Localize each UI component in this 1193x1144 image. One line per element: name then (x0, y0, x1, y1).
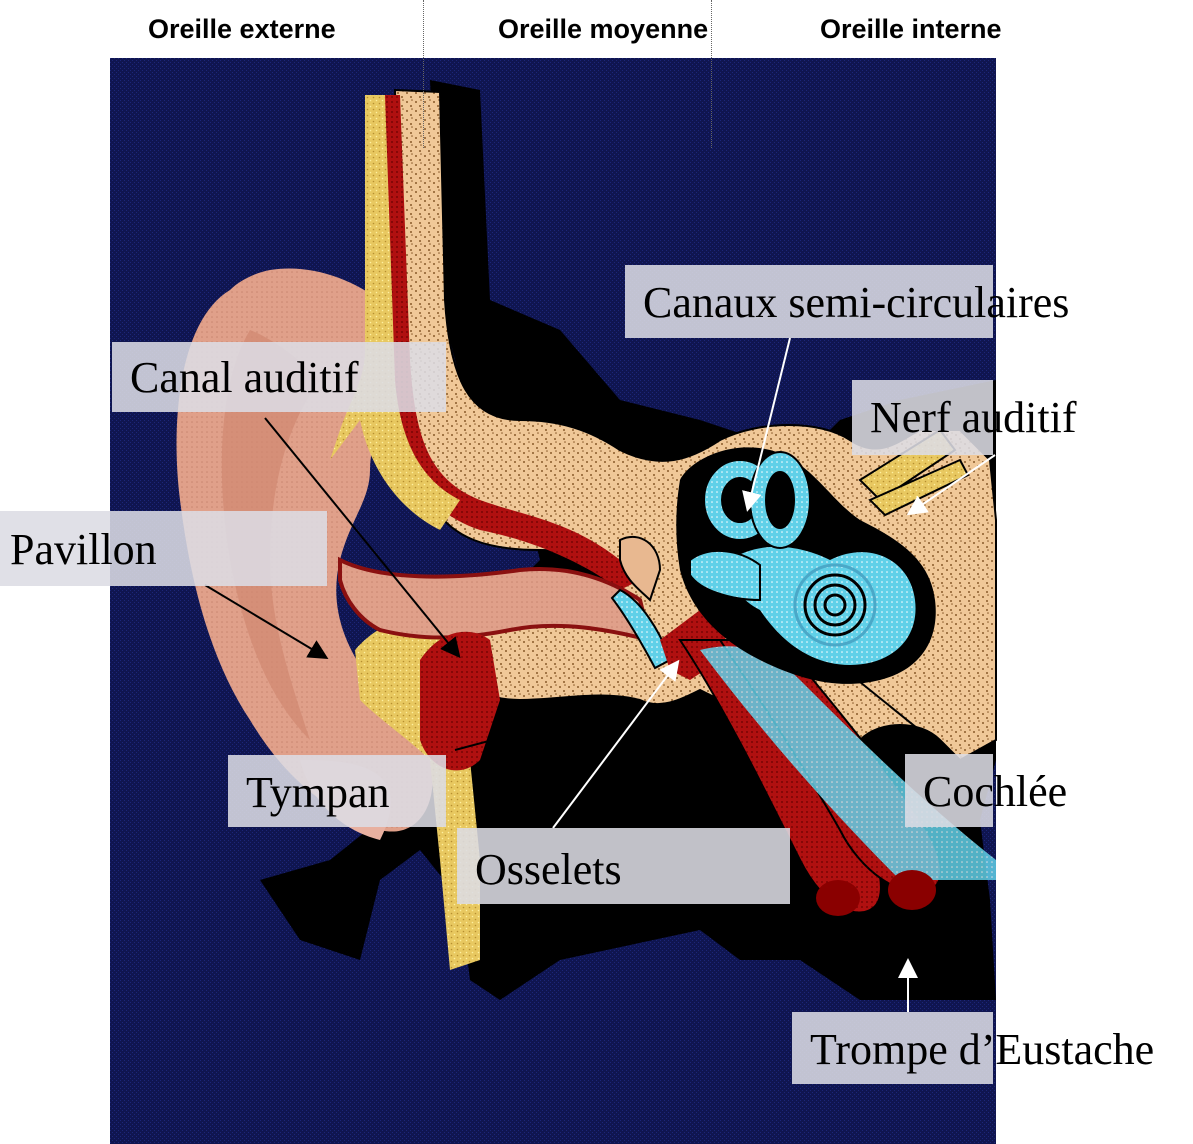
section-divider-1 (423, 0, 424, 148)
label-nerf-auditif-text: Nerf auditif (870, 396, 993, 440)
semicircular-canals (704, 452, 810, 548)
section-divider-2 (711, 0, 712, 148)
label-tympan-text: Tympan (246, 771, 446, 815)
label-canal-auditif-text: Canal auditif (130, 356, 446, 400)
label-cochlee-text: Cochlée (923, 770, 993, 814)
label-trompe-eustache-text: Trompe d’Eustache (810, 1028, 993, 1072)
label-tympan: Tympan (228, 755, 446, 827)
label-pavillon-text: Pavillon (10, 528, 327, 572)
eustachian-opening-2 (888, 870, 936, 910)
label-osselets: Osselets (457, 828, 790, 904)
label-pavillon: Pavillon (0, 511, 327, 586)
label-trompe-eustache: Trompe d’Eustache (792, 1012, 993, 1084)
label-nerf-auditif: Nerf auditif (852, 380, 993, 455)
eustachian-opening-1 (816, 880, 860, 916)
label-osselets-text: Osselets (475, 848, 790, 892)
label-canal-auditif: Canal auditif (112, 342, 446, 412)
label-canaux-text: Canaux semi-circulaires (643, 281, 993, 325)
label-canaux-semi-circulaires: Canaux semi-circulaires (625, 265, 993, 338)
label-cochlee: Cochlée (905, 754, 993, 827)
